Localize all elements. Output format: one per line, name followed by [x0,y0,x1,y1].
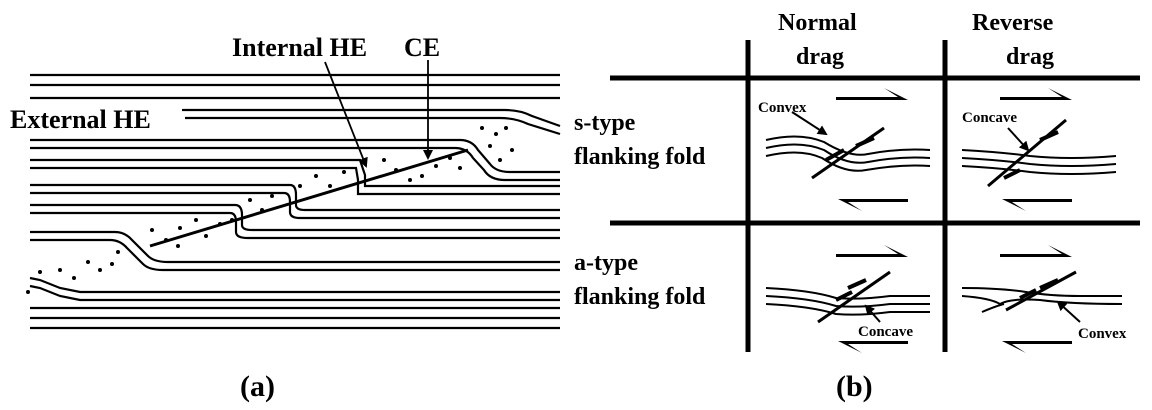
shear-arrow-left [838,199,908,211]
s-reverse-label: Concave [962,110,1017,126]
cross-cutting-element [149,148,469,248]
a-normal-label: Concave [858,324,913,340]
a-reverse-label: Convex [1078,326,1127,342]
panel-a-caption: (a) [240,370,275,403]
col-reverse-line2: drag [1006,44,1054,70]
lower-offset-layers [29,230,560,302]
col-reverse-line1: Reverse [972,10,1054,36]
convex-pointer [791,111,828,136]
panel-a-diagram [29,60,561,330]
external-he-label: External HE [10,105,151,134]
shear-arrow-right [836,88,908,100]
shear-arrow-left [1002,199,1072,211]
internal-he-label: Internal HE [232,33,367,62]
internal-he-pointer [324,61,368,168]
row-s-line2: flanking fold [574,144,706,170]
panel-b-caption: (b) [836,370,873,403]
external-he-layer [185,108,561,136]
shear-arrow-left [838,341,908,353]
s-normal-label: Convex [758,100,807,116]
planar-layers [30,73,560,330]
upper-offset-layers [30,138,560,196]
convex-pointer [1056,300,1081,323]
fault-zone-dots [26,126,514,294]
a-normal-fold [765,270,930,324]
concave-pointer [864,304,881,323]
shear-arrow-right [836,245,908,257]
shear-arrow-right [1000,245,1072,257]
a-reverse-fold [961,270,1123,313]
row-s-line1: s-type [574,110,636,136]
s-normal-fold [765,126,931,180]
row-a-line1: a-type [574,250,638,276]
shear-arrow-left [1002,341,1072,353]
middle-stepped-layers [30,183,560,240]
panel-b-grid [610,40,1140,352]
ce-label: CE [404,33,440,62]
shear-arrow-right [1000,88,1072,100]
row-a-line2: flanking fold [574,284,706,310]
s-reverse-fold [961,118,1117,188]
col-normal-line1: Normal [778,10,857,36]
col-normal-line2: drag [796,44,844,70]
shear-arrows [836,88,1072,353]
concave-pointer [1007,127,1030,152]
